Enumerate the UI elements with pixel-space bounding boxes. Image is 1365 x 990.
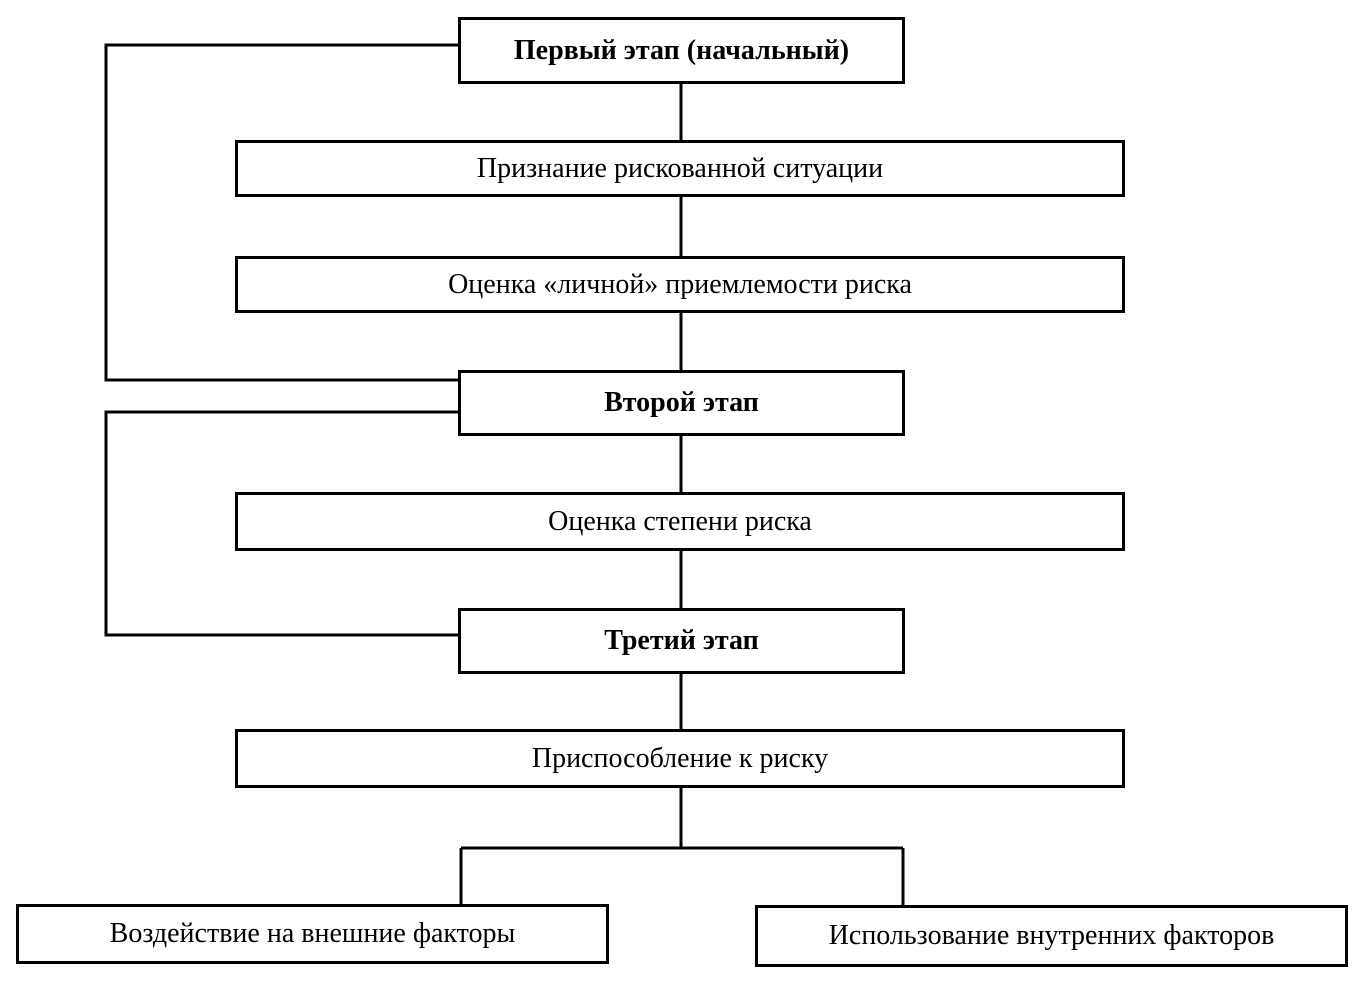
recognition-box: Признание рискованной ситуации [235, 140, 1125, 197]
stage1-box: Первый этап (начальный) [458, 17, 905, 84]
internal-factors-label: Использование внутренних факторов [828, 920, 1275, 951]
external-factors-box: Воздействие на внешние факторы [16, 904, 609, 964]
stage3-box: Третий этап [458, 608, 905, 674]
personal-acceptability-label: Оценка «личной» приемлемости риска [448, 268, 912, 300]
loop-stage1-stage2 [104, 43, 458, 382]
external-factors-label: Воздействие на внешние факторы [109, 918, 516, 949]
stage3-label: Третий этап [604, 625, 759, 656]
stage2-label: Второй этап [604, 387, 759, 418]
stage2-box: Второй этап [458, 370, 905, 436]
recognition-label: Признание рискованной ситуации [476, 152, 884, 184]
stage1-label: Первый этап (начальный) [513, 34, 850, 66]
internal-factors-box: Использование внутренних факторов [755, 905, 1348, 967]
loop-stage2-stage3 [104, 410, 458, 637]
degree-assessment-label: Оценка степени риска [548, 505, 812, 537]
degree-assessment-box: Оценка степени риска [235, 492, 1125, 551]
adaptation-label: Приспособление к риску [531, 742, 829, 774]
adaptation-box: Приспособление к риску [235, 729, 1125, 788]
personal-acceptability-box: Оценка «личной» приемлемости риска [235, 256, 1125, 313]
